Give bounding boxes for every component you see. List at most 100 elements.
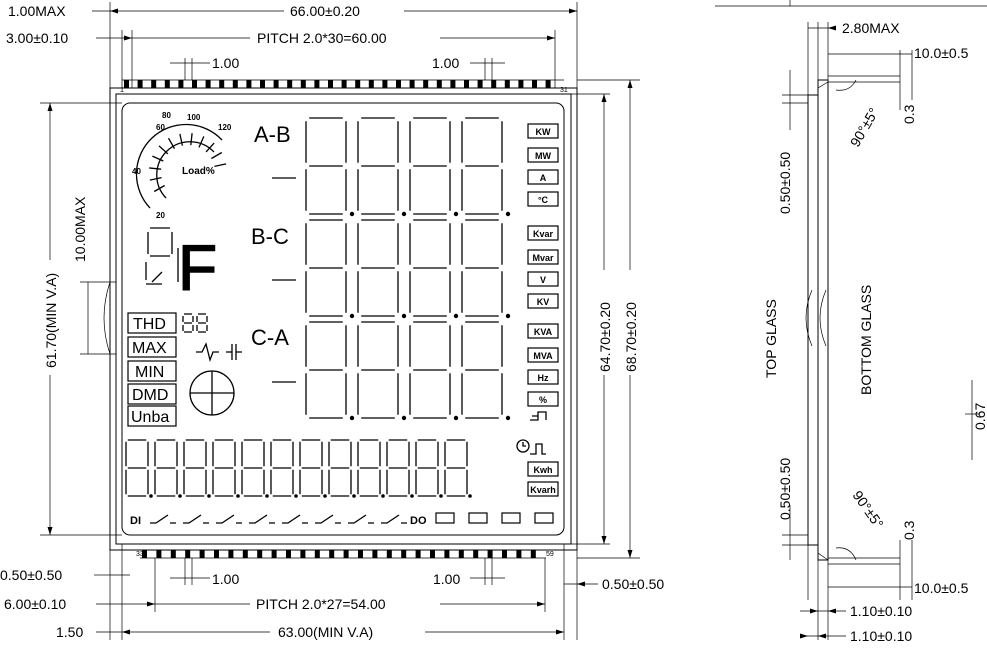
- unit-label: %: [539, 395, 547, 405]
- unit-label: MW: [535, 151, 551, 161]
- pin-bottom: [386, 550, 392, 558]
- decimal-point: [453, 313, 459, 319]
- decimal-point: [178, 494, 182, 498]
- dim-left-height: 61.70(MIN V.A): [43, 273, 59, 368]
- digit-segments: [270, 439, 294, 497]
- unit-box: [527, 369, 559, 385]
- decimal-point: [505, 313, 511, 319]
- label-max: MAX: [132, 340, 167, 357]
- seven-seg-digit: [305, 117, 347, 215]
- di-switch-icons: [150, 514, 407, 524]
- side-angle-bot: 90°±5°: [850, 488, 887, 532]
- dim-bot-right-off: 0.50±0.50: [602, 576, 664, 592]
- dim-bot-pitch: PITCH 2.0*27=54.00: [256, 596, 386, 612]
- side-top-max: 2.80MAX: [842, 20, 900, 36]
- pf-big-letter: F: [178, 232, 217, 304]
- seven-seg-digit: [461, 219, 503, 317]
- dim-right-h1: 64.70±0.20: [597, 302, 613, 372]
- dim-top-offset: 3.00±0.10: [6, 30, 68, 46]
- dim-bot-pin-width-right: 1.00: [433, 571, 460, 587]
- digit-segments: [125, 439, 149, 497]
- di-switch-icon: [315, 514, 341, 524]
- pin-top: [532, 80, 537, 88]
- energy-unit-box: [527, 461, 559, 477]
- side-d067: 0.67: [972, 403, 987, 430]
- do-box: [534, 512, 554, 524]
- energy-unit-label: Kwh: [534, 465, 553, 475]
- decimal-point: [401, 415, 407, 421]
- gauge-segment: [153, 184, 165, 193]
- bottom-glass-plate: [817, 79, 829, 561]
- label-ca: C-A: [251, 325, 289, 350]
- gauge-segment: [179, 133, 184, 146]
- pin-bottom: [458, 550, 464, 558]
- seven-seg-digit: [386, 439, 410, 497]
- decimal-point: [352, 494, 356, 498]
- seven-seg-digit: [409, 321, 451, 419]
- seven-seg-digit: [357, 439, 381, 497]
- unit-box: [527, 249, 559, 265]
- seven-seg-digit: [409, 219, 451, 317]
- side-view: 2.80MAX 10.0±0.5 90°±5° 0.3 0.50±0.50 TO…: [715, 0, 987, 644]
- digit-segments: [357, 117, 399, 215]
- top-glass-plate: [807, 94, 819, 546]
- decimal-point: [468, 494, 472, 498]
- unit-box: [527, 123, 559, 139]
- label-dmd: DMD: [132, 387, 168, 404]
- pin-top: [436, 80, 442, 88]
- seven-seg-digit: [154, 439, 178, 497]
- pin-label-top-left: 1: [120, 87, 124, 94]
- di-switch-icon: [348, 514, 374, 524]
- front-view: 1 31 33 59 1.00MAX 66.00±0.20 3.00±0.10 …: [0, 2, 664, 640]
- label-bc: B-C: [251, 224, 289, 249]
- seven-seg-digit: [212, 439, 236, 497]
- pin-bottom: [329, 550, 335, 558]
- side-bottom-glass: BOTTOM GLASS: [858, 285, 874, 395]
- unit-box: [527, 169, 559, 185]
- digit-segments: [212, 439, 236, 497]
- decimal-point: [236, 494, 240, 498]
- gauge-segment: [158, 145, 169, 155]
- decimal-point: [149, 494, 153, 498]
- dim-right-h2: 68.70±0.20: [623, 302, 639, 372]
- pin-bottom: [430, 550, 435, 558]
- decimal-point: [381, 494, 385, 498]
- bottom-pin-row: [142, 550, 536, 558]
- pin-top: [491, 80, 497, 88]
- side-angle-top: 90°±5°: [847, 105, 882, 150]
- digit-segments: [386, 439, 410, 497]
- pin-top: [396, 80, 401, 88]
- pin-bottom: [372, 550, 378, 558]
- side-d110b: 1.10±0.10: [850, 628, 912, 644]
- decimal-point: [505, 211, 511, 217]
- digit-segments: [461, 219, 503, 317]
- dim-overall-width: 66.00±0.20: [290, 3, 360, 19]
- unit-label: MVA: [533, 351, 553, 361]
- left-indicators: THD MAX MIN DMD Unba: [127, 312, 242, 427]
- io-status-row: DI DO: [130, 512, 554, 527]
- unit-label: A: [540, 173, 547, 183]
- pin-bottom: [530, 550, 536, 558]
- unit-label: Kvar: [533, 229, 554, 239]
- digit-segments: [305, 219, 347, 317]
- do-status-boxes: [435, 512, 554, 524]
- do-box: [435, 512, 455, 524]
- unit-label: Mvar: [532, 253, 554, 263]
- gauge-segment: [149, 167, 162, 170]
- gauge-tick-40: 40: [132, 167, 141, 176]
- pin-top: [477, 80, 483, 88]
- decimal-point: [349, 211, 355, 217]
- pin-top: [260, 80, 265, 88]
- pin-bottom: [185, 550, 191, 558]
- decimal-point: [265, 494, 269, 498]
- pin-bottom: [271, 550, 277, 558]
- seven-seg-digit: [305, 219, 347, 317]
- gauge-tick-80: 80: [162, 111, 171, 120]
- digit-segments: [461, 321, 503, 419]
- pin-top: [273, 80, 279, 88]
- decimal-point: [323, 494, 327, 498]
- unit-label: V: [540, 275, 546, 285]
- decimal-point: [439, 494, 443, 498]
- seven-seg-digit: [270, 439, 294, 497]
- gauge-tick-120: 120: [218, 123, 232, 132]
